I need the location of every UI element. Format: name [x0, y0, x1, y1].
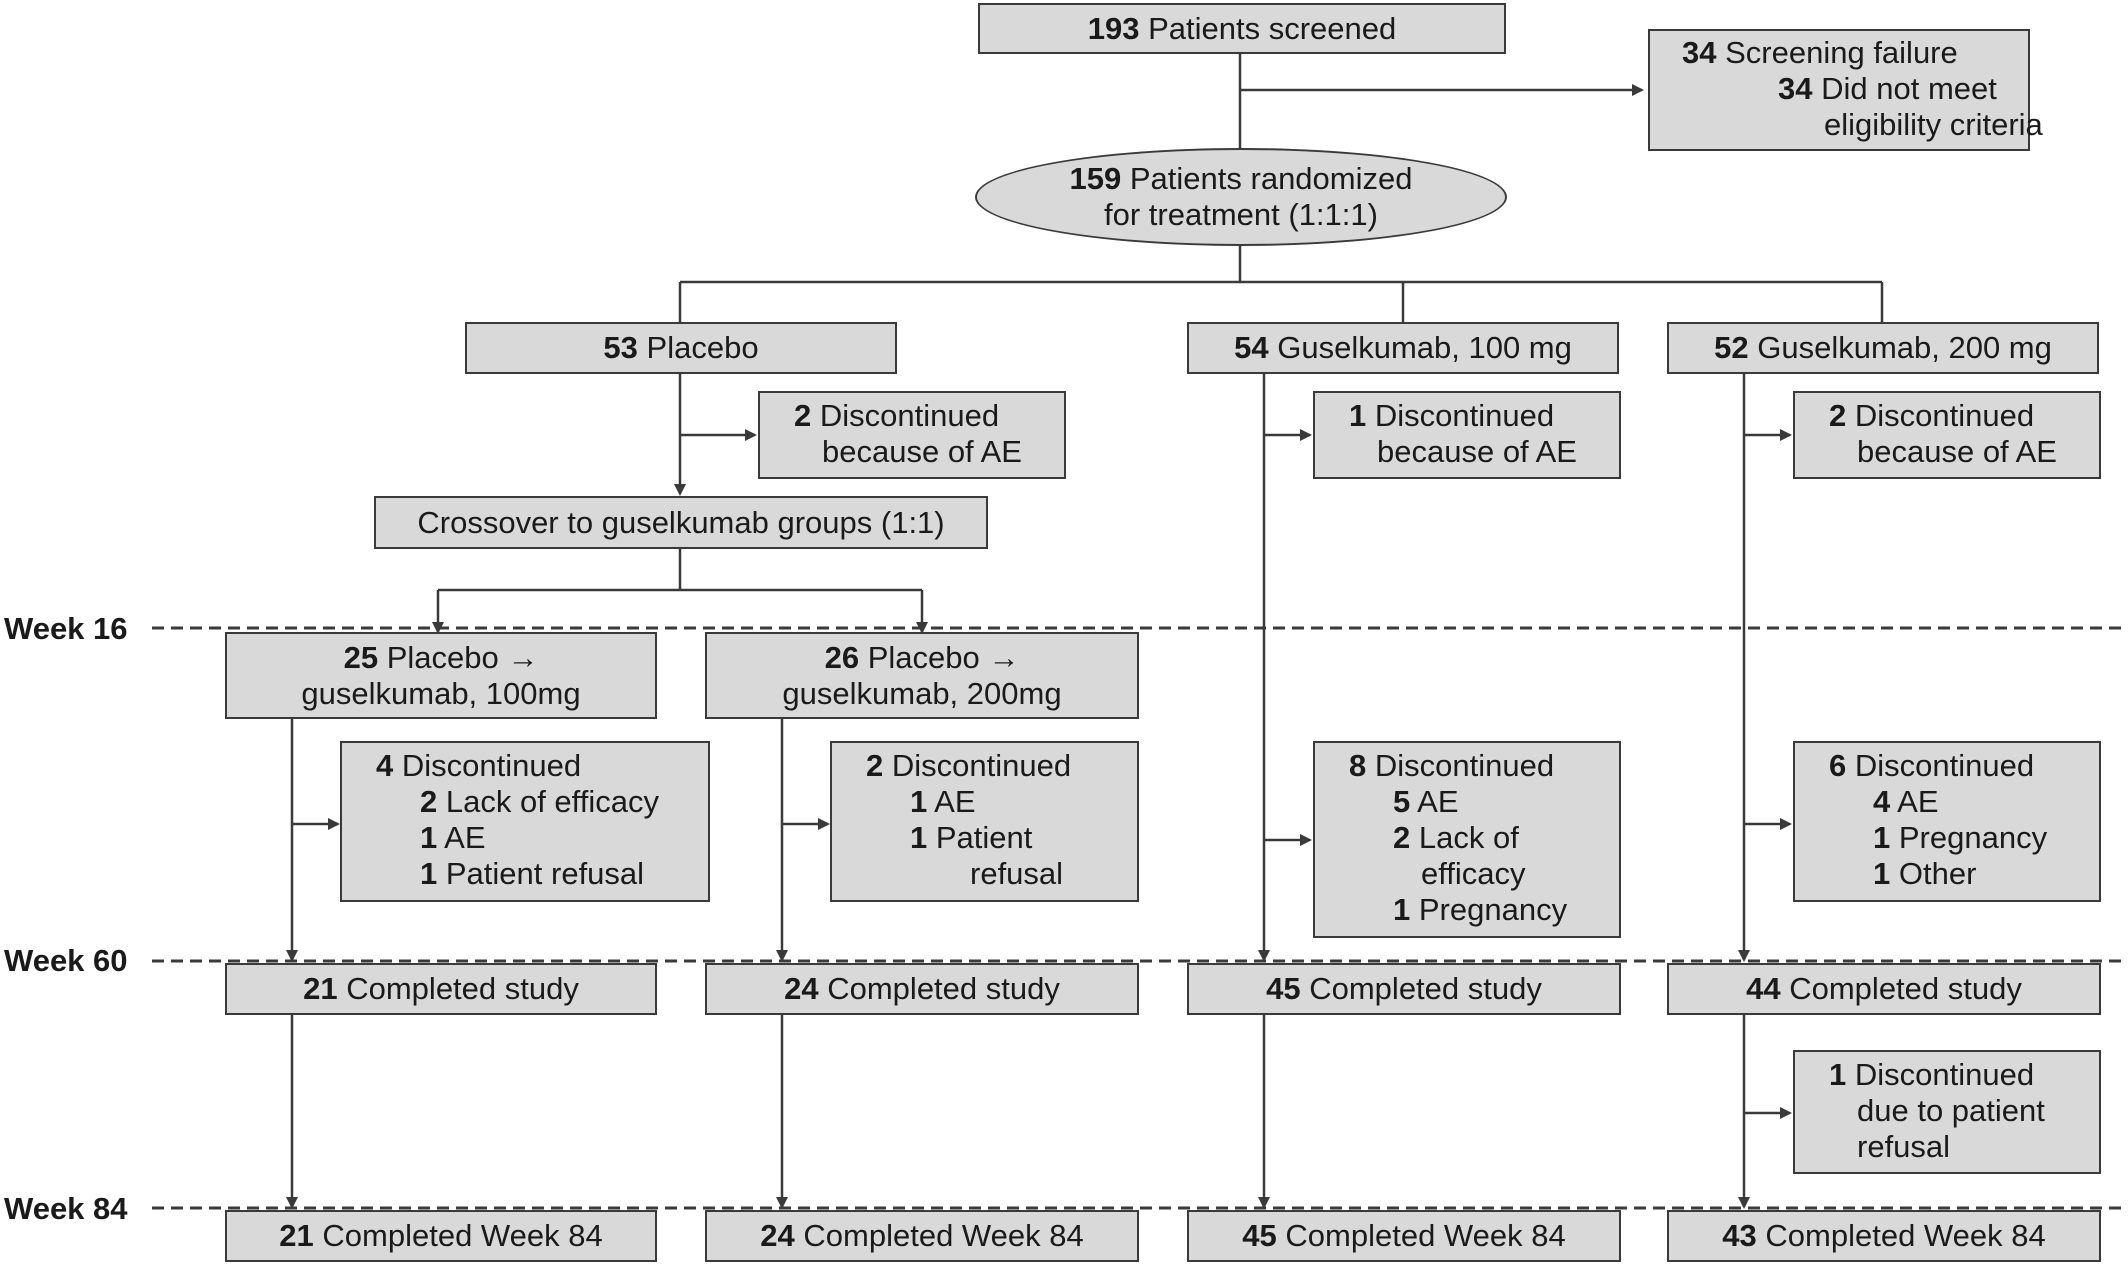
completed-w84-g100: 45 Completed Week 84 [1187, 1210, 1621, 1262]
guselkumab-200-box: 52 Guselkumab, 200 mg [1667, 322, 2099, 374]
g100-late-discontinued-box: 8 Discontinued 5 AE 2 Lack of efficacy 1… [1313, 741, 1621, 938]
placebo-to-g100-label-1: Placebo → [386, 639, 539, 675]
week84-label: Week 84 [4, 1191, 128, 1226]
list-item: 2 Lack of [1393, 820, 1519, 855]
placebo-discontinued-box: 2 Discontinued because of AE [758, 391, 1066, 479]
crossover-box: Crossover to guselkumab groups (1:1) [374, 496, 988, 549]
g200-late-discontinued-label: Discontinued [1854, 748, 2035, 783]
guselkumab-100-label: Guselkumab, 100 mg [1277, 330, 1572, 365]
screening-failure-label: Screening failure [1725, 35, 1958, 70]
ineligible-label-1: Did not meet [1821, 71, 1997, 106]
placebo-to-g100-label-2: guselkumab, 100mg [301, 675, 581, 711]
guselkumab-100-count: 54 [1234, 330, 1269, 365]
g100-early-discontinued-box: 1 Discontinued because of AE [1313, 391, 1621, 479]
list-item: 1 Other [1873, 856, 1977, 891]
pbo-g100-discontinued-label: Discontinued [401, 748, 582, 783]
g200-late-discontinued-box: 6 Discontinued 4 AE 1 Pregnancy 1 Other [1793, 741, 2101, 902]
randomized-label-1: Patients randomized [1129, 161, 1413, 196]
placebo-to-g100-count: 25 [343, 639, 379, 675]
g100-late-discontinued-count: 8 [1349, 748, 1367, 783]
completed-w84-pbo-g200: 24 Completed Week 84 [705, 1210, 1139, 1262]
randomized-count: 159 [1069, 161, 1122, 196]
ineligible-count: 34 [1778, 71, 1813, 106]
screened-count: 193 [1087, 10, 1140, 46]
g100-late-discontinued-label: Discontinued [1374, 748, 1555, 783]
placebo-to-g200-label-1: Placebo → [867, 639, 1020, 675]
g200-early-discontinued-label-2: because of AE [1857, 434, 2057, 469]
screening-failure-count: 34 [1682, 35, 1717, 70]
randomized-ellipse: 159 Patients randomized for treatment (1… [975, 148, 1507, 246]
placebo-discontinued-label-1: Discontinued [819, 398, 1000, 433]
list-item: efficacy [1421, 856, 1526, 891]
guselkumab-200-count: 52 [1714, 330, 1749, 365]
list-item: 1 Pregnancy [1873, 820, 2048, 855]
placebo-box: 53 Placebo [465, 322, 897, 374]
placebo-to-g200-count: 26 [824, 639, 860, 675]
pbo-g200-discontinued-count: 2 [866, 748, 884, 783]
screened-label: Patients screened [1148, 10, 1397, 46]
completed-study-g200: 44 Completed study [1667, 963, 2101, 1015]
g200-post-discontinued-count: 1 [1829, 1057, 1847, 1092]
list-item: 1 Pregnancy [1393, 892, 1568, 927]
g200-post-discontinued-box: 1 Discontinued due to patient refusal [1793, 1050, 2101, 1174]
completed-w84-g200: 43 Completed Week 84 [1667, 1210, 2101, 1262]
list-item: 5 AE [1393, 784, 1459, 819]
g200-early-discontinued-box: 2 Discontinued because of AE [1793, 391, 2101, 479]
g200-late-discontinued-count: 6 [1829, 748, 1847, 783]
guselkumab-200-label: Guselkumab, 200 mg [1757, 330, 2052, 365]
list-item: 1 AE [420, 820, 486, 855]
list-item: 2 Lack of efficacy [420, 784, 659, 819]
list-item: 4 AE [1873, 784, 1939, 819]
g100-early-discontinued-count: 1 [1349, 398, 1367, 433]
pbo-g100-discontinued-count: 4 [376, 748, 394, 783]
placebo-label: Placebo [646, 330, 759, 365]
ineligible-label-2: eligibility criteria [1824, 107, 2043, 142]
pbo-g200-discontinued-label: Discontinued [891, 748, 1072, 783]
g100-early-discontinued-label-1: Discontinued [1374, 398, 1555, 433]
placebo-to-g100-box: 25 Placebo → guselkumab, 100mg [225, 632, 657, 719]
screened-box: 193 Patients screened [978, 3, 1506, 54]
placebo-discontinued-label-2: because of AE [822, 434, 1022, 469]
screening-failure-box: 34 Screening failure 34 Did not meet eli… [1648, 29, 2043, 151]
guselkumab-100-box: 54 Guselkumab, 100 mg [1187, 322, 1619, 374]
list-item: 1 Patient [910, 820, 1033, 855]
crossover-label: Crossover to guselkumab groups (1:1) [417, 504, 945, 540]
week60-label: Week 60 [4, 943, 128, 978]
list-item: refusal [970, 856, 1064, 891]
completed-study-pbo-g100: 21 Completed study [225, 963, 657, 1015]
list-item: 1 AE [910, 784, 976, 819]
pbo-g200-discontinued-box: 2 Discontinued 1 AE 1 Patient refusal [830, 741, 1139, 902]
g200-early-discontinued-count: 2 [1829, 398, 1847, 433]
placebo-discontinued-count: 2 [794, 398, 812, 433]
placebo-count: 53 [603, 330, 638, 365]
placebo-to-g200-box: 26 Placebo → guselkumab, 200mg [705, 632, 1139, 719]
g100-early-discontinued-label-2: because of AE [1377, 434, 1577, 469]
completed-study-pbo-g200: 24 Completed study [705, 963, 1139, 1015]
completed-study-g100: 45 Completed study [1187, 963, 1621, 1015]
g200-early-discontinued-label-1: Discontinued [1854, 398, 2035, 433]
pbo-g100-discontinued-box: 4 Discontinued 2 Lack of efficacy 1 AE 1… [340, 741, 710, 902]
randomized-label-2: for treatment (1:1:1) [1104, 197, 1378, 232]
week16-label: Week 16 [4, 611, 128, 646]
list-item: 1 Patient refusal [420, 856, 645, 891]
placebo-to-g200-label-2: guselkumab, 200mg [782, 675, 1062, 711]
completed-w84-pbo-g100: 21 Completed Week 84 [225, 1210, 657, 1262]
